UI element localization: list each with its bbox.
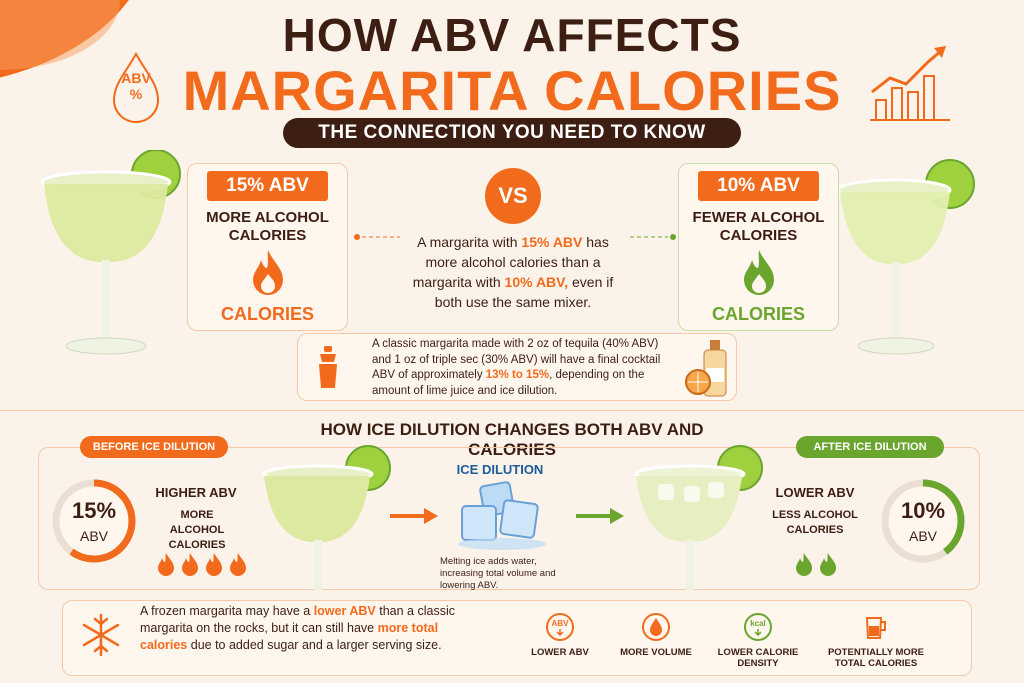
drop-icon <box>642 613 670 641</box>
frozen-card <box>62 600 972 676</box>
before-abv-unit: ABV <box>79 528 108 544</box>
after-abv-unit: ABV <box>908 528 937 544</box>
left-connector <box>354 234 400 240</box>
ice-cubes-icon <box>458 481 546 550</box>
ice-dilution-title: ICE DILUTION <box>456 462 544 477</box>
margarita-glass-left <box>40 150 181 355</box>
right-caption: FEWER ALCOHOL CALORIES <box>692 209 825 244</box>
ring-fill <box>52 479 136 563</box>
after-abv-value: 10% <box>900 498 946 523</box>
frozen-icon-1: ABV LOWER ABV <box>530 612 590 658</box>
after-sub: LESS ALCOHOL CALORIES <box>772 509 858 536</box>
after-caption: LOWER ABV <box>775 485 855 500</box>
before-abv-value: 15% <box>71 498 117 523</box>
title-line1: HOW ABV AFFECTS <box>282 9 742 61</box>
frozen-icon-2: MORE VOLUME <box>612 612 700 658</box>
flame-icon-right <box>744 250 774 295</box>
comparison-explanation: A margarita with 15% ABV has more alcoho… <box>412 234 614 310</box>
shaker-icon <box>319 346 337 388</box>
growth-chart-icon <box>870 46 950 121</box>
snowflake-icon <box>82 613 120 657</box>
after-dilution-tag: AFTER ICE DILUTION <box>796 436 944 458</box>
info-card <box>297 333 737 401</box>
abv-drop-icon <box>112 51 160 123</box>
arrow-right-green-icon <box>576 508 624 524</box>
left-abv-label: 15% ABV <box>207 171 328 201</box>
abv-drop-label: ABV%% <box>121 70 151 102</box>
ring-fill <box>881 479 965 563</box>
left-caption: MORE ALCOHOL CALORIES <box>206 209 329 244</box>
svg-text:kcal: kcal <box>750 619 766 628</box>
ice-dilution-note: Melting ice adds water, increasing total… <box>440 556 556 591</box>
arrow-right-orange-icon <box>390 508 438 524</box>
frozen-icon-3: kcal LOWER CALORIE DENSITY <box>710 612 806 669</box>
info-text: A classic margarita made with 2 oz of te… <box>372 338 661 397</box>
dilution-section-title: HOW ICE DILUTION CHANGES BOTH ABV AND CA… <box>320 420 704 459</box>
before-abv-ring <box>52 479 136 563</box>
before-sub: MORE ALCOHOL CALORIES <box>168 509 226 551</box>
title-line2: MARGARITA CALORIES <box>182 59 842 122</box>
before-caption: HIGHER ABV <box>155 485 237 500</box>
bottle-lime-icon <box>685 340 727 397</box>
section-separator <box>0 410 1024 411</box>
frozen-text: A frozen margarita may have a lower ABV … <box>140 604 455 652</box>
margarita-after-glass <box>634 445 763 590</box>
svg-text:ABV: ABV <box>552 619 570 628</box>
left-calories-label: CALORIES <box>220 304 314 324</box>
margarita-glass-right <box>836 159 975 355</box>
after-abv-ring <box>881 479 965 563</box>
vs-badge: VS <box>485 168 541 224</box>
dilution-card <box>38 447 980 590</box>
flame-row-green-icon <box>796 553 836 576</box>
before-dilution-tag: BEFORE ICE DILUTION <box>80 436 228 458</box>
frozen-icon-1-label: LOWER ABV <box>531 647 589 658</box>
frozen-icon-4: POTENTIALLY MORE TOTAL CALORIES <box>816 612 936 669</box>
right-abv-label: 10% ABV <box>698 171 819 201</box>
right-calories-label: CALORIES <box>711 304 805 324</box>
margarita-before-glass <box>262 445 391 590</box>
frozen-icon-3-label: LOWER CALORIE DENSITY <box>717 647 799 669</box>
abv-down-icon: ABV <box>546 613 574 641</box>
frozen-icon-2-label: MORE VOLUME <box>620 647 692 658</box>
subtitle-bar: THE CONNECTION YOU NEED TO KNOW <box>283 118 741 148</box>
right-connector <box>630 234 676 240</box>
flame-icon-left <box>253 250 283 295</box>
flame-row-icon <box>158 553 246 576</box>
frozen-icon-4-label: POTENTIALLY MORE TOTAL CALORIES <box>827 647 925 669</box>
kcal-icon: kcal <box>744 613 772 641</box>
cup-icon <box>865 617 886 639</box>
